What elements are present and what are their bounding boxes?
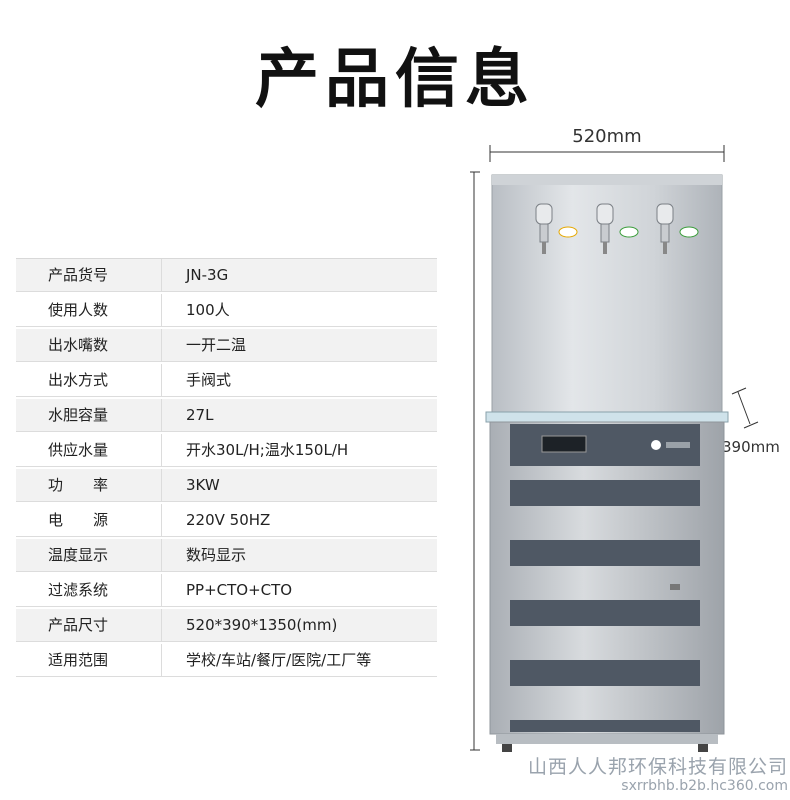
spec-row: 产品尺寸 520*390*1350(mm) [16, 609, 437, 642]
spec-label: 供应水量 [16, 434, 162, 466]
spec-row: 过滤系统 PP+CTO+CTO [16, 574, 437, 607]
width-dimension-line [489, 145, 725, 162]
spec-row: 出水方式 手阀式 [16, 364, 437, 397]
spec-value: 520*390*1350(mm) [186, 616, 338, 634]
spec-value: 3KW [186, 476, 220, 494]
drip-tray [485, 411, 729, 423]
height-dimension-line [470, 171, 480, 751]
spec-value: 220V 50HZ [186, 511, 271, 529]
spec-row: 使用人数 100人 [16, 294, 437, 327]
spec-label: 温度显示 [16, 539, 162, 571]
depth-dimension-line [731, 387, 759, 429]
depth-dimension-label: 390mm [722, 438, 780, 456]
spec-value: 学校/车站/餐厅/医院/工厂等 [186, 651, 372, 669]
faucet [656, 203, 699, 254]
spec-value: 开水30L/H;温水150L/H [186, 441, 349, 459]
spec-label: 水胆容量 [16, 399, 162, 431]
spec-label: 功 率 [16, 469, 162, 501]
spec-label: 电 源 [16, 504, 162, 536]
spec-row: 电 源 220V 50HZ [16, 504, 437, 537]
spec-value: 数码显示 [186, 546, 247, 564]
lower-cabinet [489, 421, 725, 735]
width-dimension-label: 520mm [572, 126, 642, 147]
spec-row: 功 率 3KW [16, 469, 437, 502]
faucet [535, 203, 578, 254]
spec-label: 产品货号 [16, 259, 162, 291]
spec-row: 温度显示 数码显示 [16, 539, 437, 572]
spec-row: 水胆容量 27L [16, 399, 437, 432]
cabinet-feet [496, 734, 718, 752]
water-boiler-illustration [470, 145, 759, 752]
spec-value: JN-3G [186, 266, 229, 284]
spec-label: 过滤系统 [16, 574, 162, 606]
spec-row: 产品货号 JN-3G [16, 259, 437, 292]
spec-row: 供应水量 开水30L/H;温水150L/H [16, 434, 437, 467]
spec-label: 出水嘴数 [16, 329, 162, 361]
page-title: 产品信息 [255, 43, 535, 117]
faucet [596, 203, 639, 254]
spec-label: 出水方式 [16, 364, 162, 396]
spec-value: 手阀式 [186, 371, 232, 389]
spec-row: 适用范围 学校/车站/餐厅/医院/工厂等 [16, 644, 437, 677]
spec-value: 一开二温 [186, 336, 247, 354]
spec-label: 使用人数 [16, 294, 162, 326]
spec-value: PP+CTO+CTO [186, 581, 293, 599]
watermark-company: 山西人人邦环保科技有限公司 [527, 756, 788, 778]
spec-label: 适用范围 [16, 644, 162, 676]
spec-value: 27L [186, 406, 214, 424]
spec-label: 产品尺寸 [16, 609, 162, 641]
spec-table: 产品货号 JN-3G 使用人数 100人 出水嘴数 一开二温 出水方式 手阀式 … [16, 258, 437, 679]
watermark-url: sxrrbhb.b2b.hc360.com [621, 778, 788, 794]
spec-row: 出水嘴数 一开二温 [16, 329, 437, 362]
spec-value: 100人 [186, 301, 230, 319]
